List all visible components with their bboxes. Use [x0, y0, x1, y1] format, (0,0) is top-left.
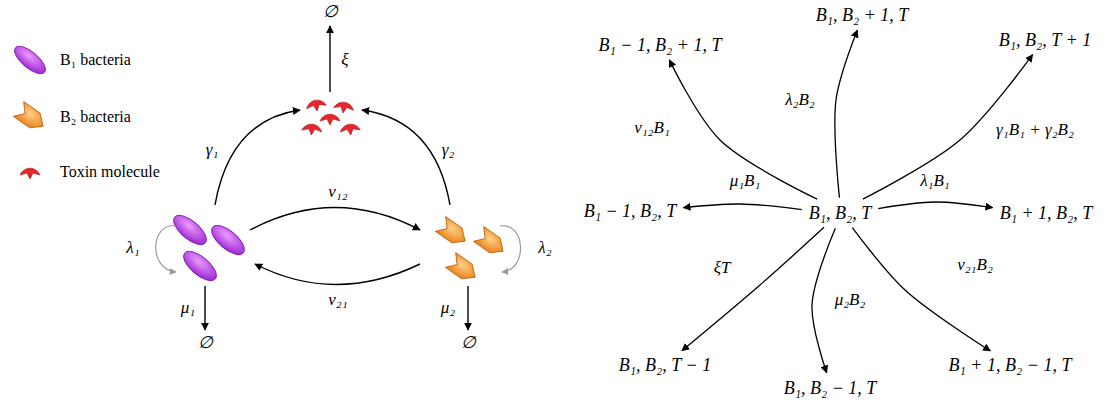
legend-text: B₁ bacteria — [60, 51, 131, 68]
rate-label: λ₁B₁ — [918, 171, 952, 191]
toxin-cluster — [301, 99, 360, 136]
rate-label: μ₂B₂ — [833, 290, 868, 310]
b2-cluster — [435, 217, 508, 285]
state-text: B₁, B₂, T + 1 — [999, 30, 1091, 50]
rate-label: ∅ — [196, 333, 215, 353]
transition-arrow — [852, 228, 990, 351]
state-text: B₁, B₂, T − 1 — [619, 355, 711, 375]
state-text: B₁ − 1, B₂, T — [584, 201, 677, 221]
rate-label: ν₁₂ — [326, 182, 349, 202]
rate-arrows — [205, 26, 468, 330]
state-node: B₁ − 1, B₂ + 1, T — [595, 33, 726, 58]
rate-label: γ₁ — [204, 140, 221, 160]
rate-label: λ₂ — [536, 238, 553, 258]
rate-label: ∅ — [459, 333, 478, 353]
state-node: B₁, B₂, T − 1 — [615, 353, 715, 378]
rate-label: ξ — [339, 50, 350, 70]
rate-label: μ₁ — [179, 298, 197, 318]
transition-arrow — [669, 60, 817, 199]
legend-text: Toxin molecule — [60, 163, 160, 180]
state-text: B₁ + 1, B₂ − 1, T — [949, 355, 1072, 375]
growth-loops — [156, 226, 521, 272]
rate-label: ν₂₁ — [326, 290, 349, 310]
legend-entry: B₂ bacteria — [60, 108, 131, 126]
state-text: B₁, B₂ − 1, T — [784, 378, 877, 398]
state-text: B₁, B₂ + 1, T — [816, 5, 909, 25]
state-text: B₁ + 1, B₂, T — [1000, 203, 1093, 223]
toxin-sample — [20, 168, 40, 179]
state-node: B₁ + 1, B₂ − 1, T — [945, 353, 1076, 378]
state-node: B₁ − 1, B₂, T — [580, 199, 681, 224]
state-text: B₁ − 1, B₂ + 1, T — [599, 35, 722, 55]
legend-entry: B₁ bacteria — [60, 51, 131, 69]
transition-arrow — [683, 204, 801, 210]
transition-arrow — [835, 30, 857, 197]
rate-label: γ₁B₁ + γ₂B₂ — [994, 120, 1076, 140]
rate-label: μ₂ — [439, 298, 457, 318]
rate-label: μ₁B₁ — [728, 171, 763, 191]
rate-label: ξT — [712, 258, 733, 278]
legend-entry: Toxin molecule — [60, 163, 160, 181]
rate-label: ν₁₂B₁ — [632, 118, 672, 138]
rate-label: γ₂ — [440, 140, 457, 160]
state-node: B₁, B₂, T — [805, 201, 876, 226]
b1-sample — [10, 42, 49, 79]
transition-arrow — [878, 202, 992, 209]
state-node: B₁ + 1, B₂, T — [996, 201, 1097, 226]
legend-text: B₂ bacteria — [60, 108, 131, 125]
rate-label: ∅ — [321, 2, 340, 22]
rate-label: ν₂₁B₂ — [955, 255, 995, 275]
b1-cluster — [169, 210, 249, 286]
rate-label: λ₁ — [124, 238, 141, 258]
rate-label: λ₂B₂ — [783, 90, 817, 110]
b2-sample — [13, 102, 48, 134]
state-node: B₁, B₂ + 1, T — [812, 3, 913, 28]
state-node: B₁, B₂ − 1, T — [780, 376, 881, 401]
transition-arrow — [682, 227, 824, 350]
state-text: B₁, B₂, T — [809, 203, 872, 223]
state-node: B₁, B₂, T + 1 — [995, 28, 1095, 53]
